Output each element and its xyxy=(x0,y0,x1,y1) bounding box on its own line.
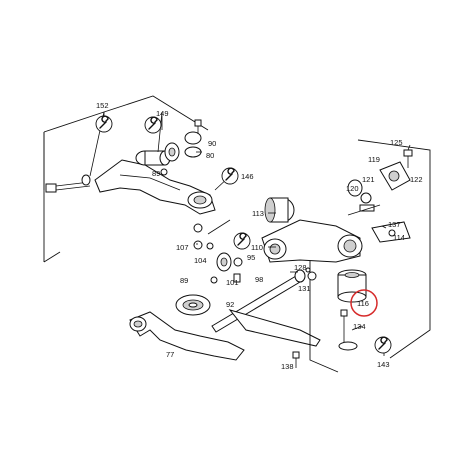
label-107: 107 xyxy=(176,243,189,252)
bolt-138 xyxy=(292,351,300,368)
mount-group-right xyxy=(347,149,413,243)
label-95: 95 xyxy=(247,253,255,262)
label-114: 114 xyxy=(393,233,405,242)
label-131: 131 xyxy=(298,284,311,293)
label-89a: 89 xyxy=(152,169,160,178)
rubber-mount xyxy=(175,294,211,316)
carrier-110 xyxy=(261,219,363,263)
label-121: 121 xyxy=(362,175,375,184)
label-77: 77 xyxy=(166,350,174,359)
lower-control-arm xyxy=(129,309,321,361)
label-149: 149 xyxy=(156,109,169,118)
label-119: 119 xyxy=(368,155,380,164)
label-110: 110 xyxy=(251,243,263,252)
bushing-113 xyxy=(264,197,295,223)
label-146: 146 xyxy=(241,172,254,181)
highlight-circle xyxy=(350,289,378,317)
label-120: 120 xyxy=(346,184,359,193)
fasteners-upper xyxy=(160,119,231,250)
part-labels: 152 149 90 80 89 146 107 104 95 101 98 8… xyxy=(96,101,423,371)
label-122: 122 xyxy=(410,175,423,184)
label-89b: 89 xyxy=(180,276,188,285)
bolt-152 xyxy=(45,174,91,193)
bushing-149-group xyxy=(135,131,202,166)
label-92: 92 xyxy=(226,300,234,309)
label-98: 98 xyxy=(255,275,263,284)
parts-104-95-101 xyxy=(210,252,243,284)
upper-arm-frame xyxy=(43,95,209,263)
label-152: 152 xyxy=(96,101,109,110)
label-80: 80 xyxy=(206,151,214,160)
label-113: 113 xyxy=(252,209,264,218)
tie-rod-92 xyxy=(211,269,306,333)
label-104: 104 xyxy=(194,256,207,265)
label-137: 137 xyxy=(388,220,401,229)
label-138: 138 xyxy=(281,362,294,371)
label-134: 134 xyxy=(353,322,366,331)
label-128: 128 xyxy=(294,263,307,272)
upper-control-arm xyxy=(94,159,216,215)
label-101: 101 xyxy=(226,278,239,287)
parts-128-131 xyxy=(305,267,317,281)
bolt-134 xyxy=(338,309,358,351)
label-125: 125 xyxy=(390,138,403,147)
label-116: 116 xyxy=(357,299,369,308)
label-143: 143 xyxy=(377,360,390,369)
label-90: 90 xyxy=(208,139,216,148)
